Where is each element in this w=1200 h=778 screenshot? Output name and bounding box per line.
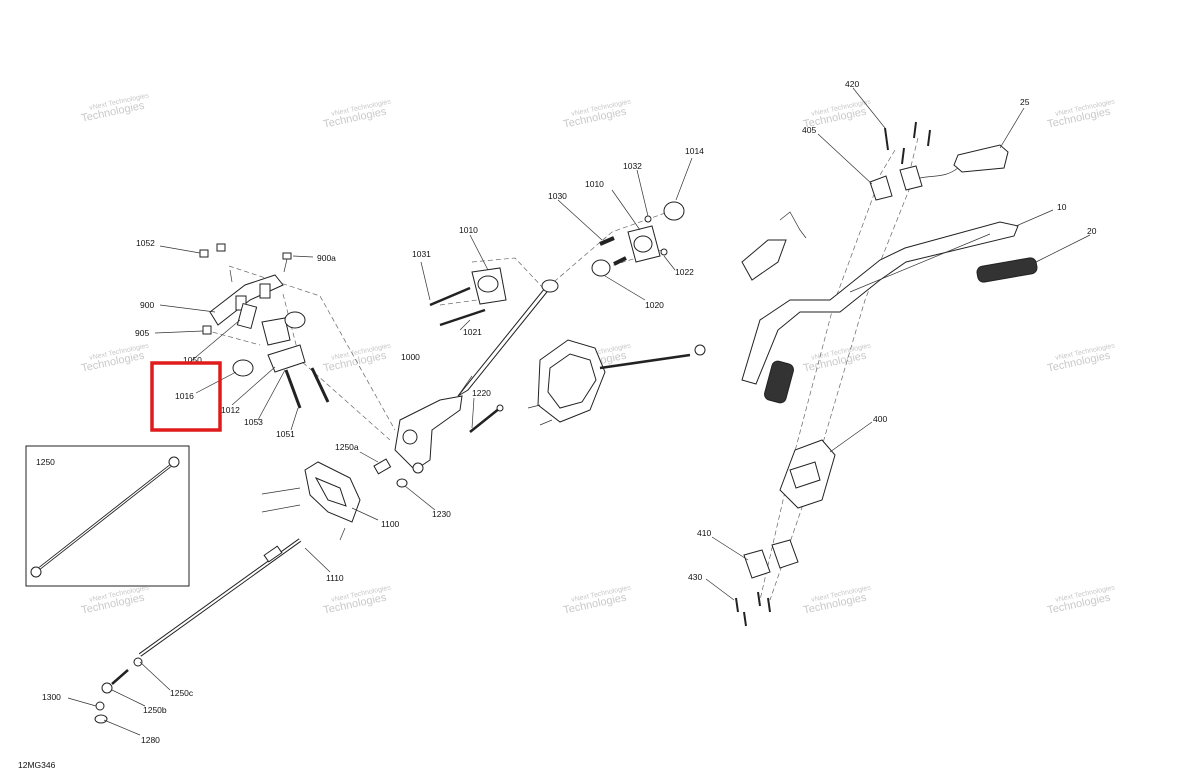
part-1051-bolts — [284, 367, 330, 409]
label-1010-lower: 1010 — [585, 179, 604, 189]
alignment-lines — [204, 137, 919, 601]
label-1014: 1014 — [685, 146, 704, 156]
part-1300-nut — [95, 701, 105, 711]
part-1020-pin — [613, 256, 627, 266]
part-1110-tie-rod — [133, 538, 302, 667]
inset-1250-box — [25, 445, 190, 587]
part-1012-bushing — [232, 359, 254, 377]
label-1110: 1110 — [326, 573, 344, 583]
part-900-bracket — [209, 269, 284, 326]
highlight-box-1016 — [150, 361, 222, 432]
label-410: 410 — [697, 528, 711, 538]
label-905: 905 — [135, 328, 149, 338]
part-1100-cover — [261, 461, 361, 541]
label-430: 430 — [688, 572, 702, 582]
label-405: 405 — [802, 125, 816, 135]
label-420: 420 — [845, 79, 859, 89]
diagram-id: 12MG346 — [18, 760, 56, 770]
label-1052: 1052 — [136, 238, 155, 248]
label-1016: 1016 — [175, 391, 194, 401]
part-25-grip — [919, 144, 1009, 179]
label-1230: 1230 — [432, 509, 451, 519]
label-1053: 1053 — [244, 417, 263, 427]
label-1280: 1280 — [141, 735, 160, 745]
part-1052-nuts — [199, 243, 226, 258]
part-1022-nut — [660, 248, 668, 256]
part-1031-bolt — [429, 286, 471, 307]
leader-lines — [67, 87, 1091, 736]
part-430-bolts — [735, 591, 771, 627]
label-900: 900 — [140, 300, 154, 310]
part-1000-steering-column — [394, 279, 559, 474]
parts-layer — [25, 121, 1038, 724]
label-1000: 1000 — [401, 352, 420, 362]
part-labels: 1052 900a 900 905 1050 1016 1012 1053 10… — [18, 79, 1097, 770]
label-1250c: 1250c — [170, 688, 194, 698]
part-1220-bolt — [469, 404, 504, 433]
part-1032-nut — [644, 215, 652, 223]
part-switch-housing — [741, 211, 807, 281]
part-20-grip — [976, 257, 1038, 283]
part-1014-ring — [663, 201, 685, 221]
label-1020: 1020 — [645, 300, 664, 310]
label-1250a: 1250a — [335, 442, 359, 452]
label-1051: 1051 — [276, 429, 295, 439]
part-420-bolts — [884, 121, 931, 165]
part-405-clamp — [869, 165, 923, 201]
label-10: 10 — [1057, 202, 1067, 212]
part-10-handlebar — [741, 221, 1019, 385]
label-1032: 1032 — [623, 161, 642, 171]
part-1010-lower-clamp — [627, 225, 661, 263]
part-middle-tie-rod — [599, 344, 706, 370]
label-1250: 1250 — [36, 457, 55, 467]
part-1280-washer — [94, 714, 108, 724]
part-1053-clamp — [267, 344, 306, 373]
label-1012: 1012 — [221, 405, 240, 415]
label-1010: 1010 — [459, 225, 478, 235]
part-1020-bushing — [591, 259, 611, 277]
part-grip-throttle — [764, 360, 794, 404]
label-400: 400 — [873, 414, 887, 424]
part-1250b-ball-end — [101, 669, 129, 694]
label-1022: 1022 — [675, 267, 694, 277]
label-1050: 1050 — [183, 355, 202, 365]
part-1010-upper-clamp — [471, 267, 507, 305]
part-1030-pin — [599, 236, 615, 246]
label-1250b: 1250b — [143, 705, 167, 715]
label-1100: 1100 — [381, 519, 400, 529]
part-410-lower-clamp — [743, 539, 799, 579]
label-1031: 1031 — [412, 249, 431, 259]
part-housing-assembly — [527, 339, 606, 426]
label-900a: 900a — [317, 253, 336, 263]
part-1050-clamp — [236, 302, 291, 346]
part-900a-screw — [282, 252, 292, 273]
label-1300: 1300 — [42, 692, 61, 702]
label-1220: 1220 — [472, 388, 491, 398]
label-20: 20 — [1087, 226, 1097, 236]
label-1030: 1030 — [548, 191, 567, 201]
part-1230-washer — [396, 478, 408, 488]
part-1021-bolt — [439, 308, 486, 327]
part-1250a-ball-joint — [373, 458, 392, 475]
part-400-riser — [779, 439, 836, 509]
part-1016-bushing — [284, 311, 306, 329]
label-1021: 1021 — [463, 327, 482, 337]
label-25: 25 — [1020, 97, 1030, 107]
part-905-nut — [202, 325, 212, 335]
